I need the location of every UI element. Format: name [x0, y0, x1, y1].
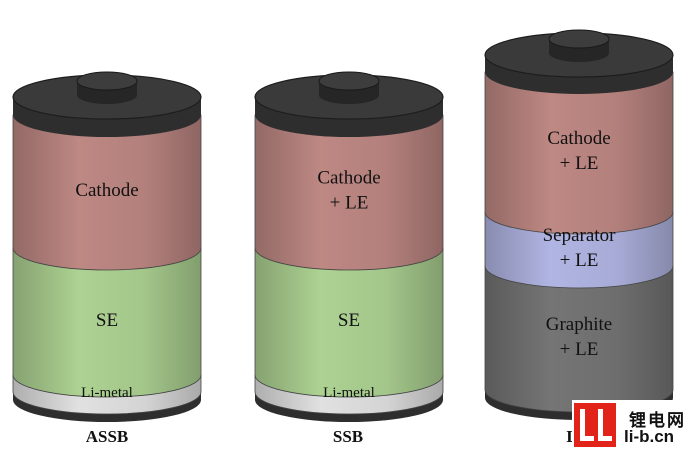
- terminal-top: [76, 71, 138, 91]
- layer-label-se: SE: [96, 310, 118, 331]
- watermark-url: li-b.cn: [624, 427, 675, 446]
- terminal-top: [318, 71, 380, 91]
- layer-cathode: [484, 71, 674, 235]
- watermark: 锂电网 li-b.cn: [572, 400, 692, 453]
- layer-label-separator: + LE: [560, 250, 599, 271]
- layer-label-cathode: Cathode: [317, 168, 380, 189]
- layer-cathode: [12, 114, 202, 271]
- layer-label-cathode: Cathode: [547, 128, 610, 149]
- layer-se: [254, 247, 444, 398]
- battery-ssb: Cathode + LE SE Li-metal: [254, 71, 444, 422]
- layer-label-cathode: + LE: [560, 153, 599, 174]
- layer-label-cathode: + LE: [330, 193, 369, 214]
- battery-lib: Cathode + LE Separator + LE Graphite + LE: [484, 29, 674, 420]
- layer-label-graphite: + LE: [560, 339, 599, 360]
- caption-ssb: SSB: [332, 427, 364, 446]
- layer-label-cathode: Cathode: [75, 180, 138, 201]
- layer-label-se: SE: [338, 310, 360, 331]
- watermark-chinese: 锂电网: [629, 411, 686, 431]
- layer-label-separator: Separator: [543, 225, 616, 246]
- terminal-top: [548, 29, 610, 49]
- li-logo-icon: [574, 403, 616, 447]
- layer-label-li-metal: Li-metal: [81, 385, 133, 401]
- layer-cathode: [254, 114, 444, 271]
- layer-label-li-metal: Li-metal: [323, 385, 375, 401]
- layer-se: [12, 247, 202, 398]
- caption-assb: ASSB: [85, 427, 129, 446]
- layer-label-graphite: Graphite: [546, 314, 612, 335]
